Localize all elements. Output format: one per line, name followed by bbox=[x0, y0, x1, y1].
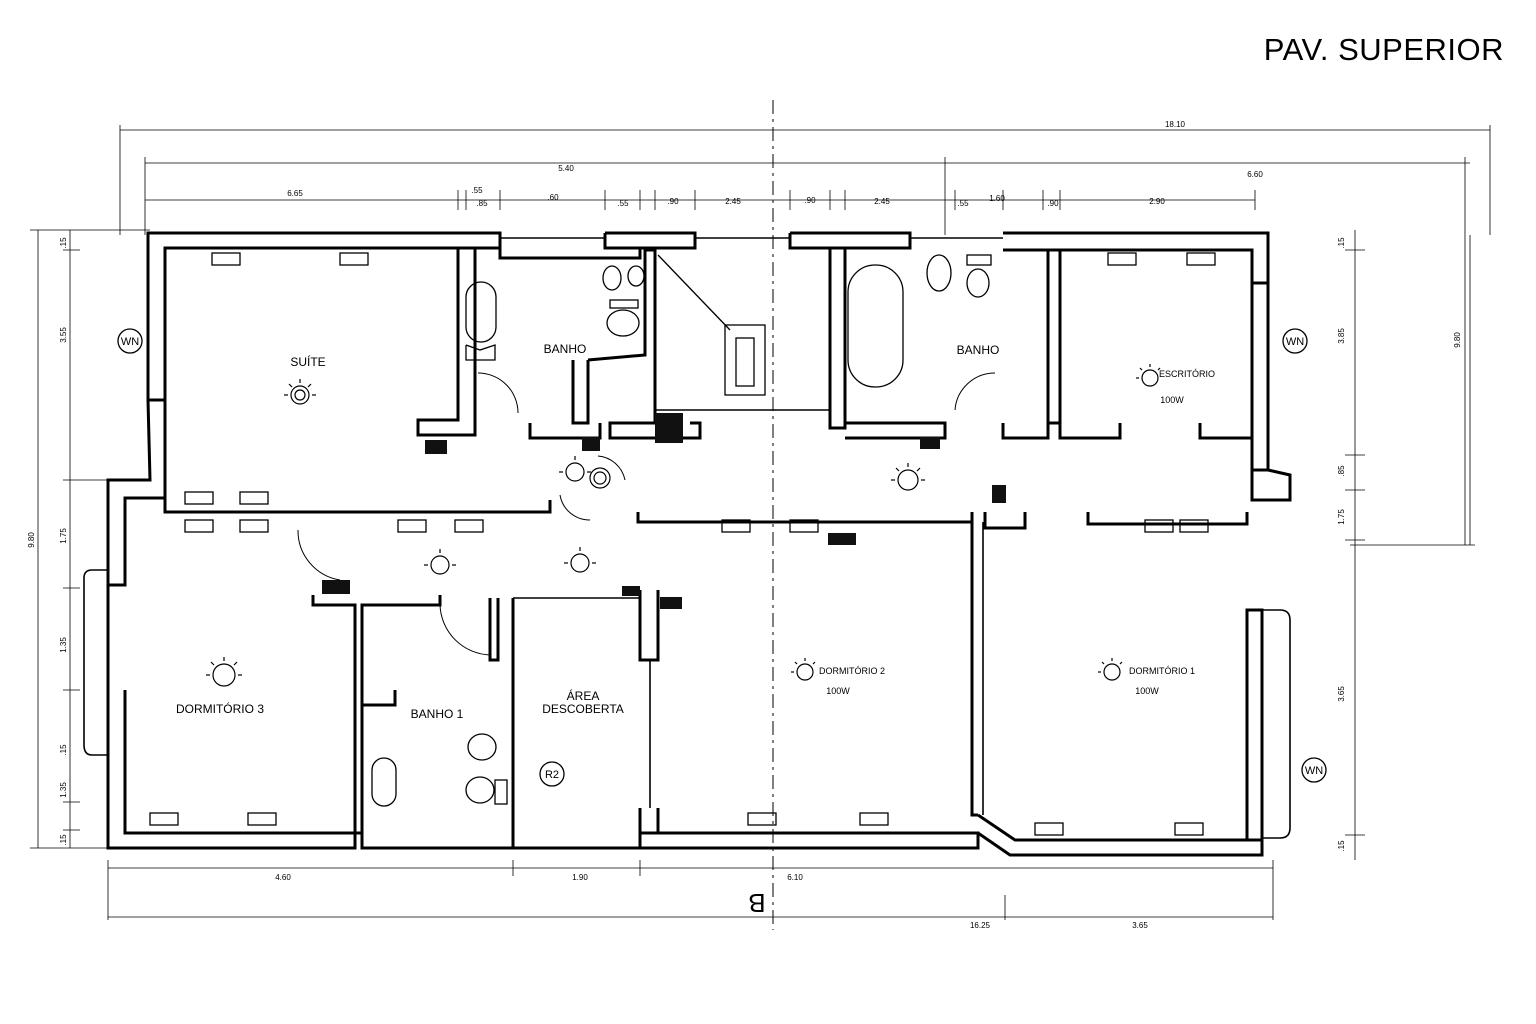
dim-right-d: 1.75 bbox=[1337, 509, 1346, 525]
dim-top-h: .90 bbox=[804, 196, 816, 205]
dim-top-b: .55 bbox=[471, 186, 483, 195]
light-icon-dorm2 bbox=[791, 658, 816, 681]
dim-left-b: 1.75 bbox=[59, 528, 68, 544]
markers: WN WN WN R2 B bbox=[117, 328, 1327, 918]
dim-overall-top: 18.10 bbox=[1165, 120, 1186, 129]
toilet-fixture-2 bbox=[926, 254, 952, 292]
dim-left-a: 3.55 bbox=[59, 327, 68, 343]
room-labels: SUÍTE BANHO BANHO ESCRITÓRIO 100W DORMIT… bbox=[176, 342, 1215, 721]
dim-bottom-c: 6.10 bbox=[787, 873, 803, 882]
dim-left-outer: 9.80 bbox=[27, 532, 36, 548]
sink-fixture bbox=[465, 281, 497, 343]
bathtub-fixture bbox=[847, 264, 904, 388]
light-icon-suite bbox=[284, 379, 316, 405]
dim-top-6-60: 6.60 bbox=[1247, 170, 1263, 179]
room-label-dormitorio-3: DORMITÓRIO 3 bbox=[176, 701, 264, 716]
dim-top-m: 2.90 bbox=[1149, 197, 1165, 206]
dim-right-outer: 9.80 bbox=[1453, 332, 1462, 348]
svg-text:WN: WN bbox=[1286, 336, 1304, 348]
stair-fixture bbox=[724, 324, 766, 396]
sink-fixture-2 bbox=[371, 757, 397, 807]
left-dimensions: 9.80 .15 3.55 1.75 1.35 .15 1.35 .15 bbox=[27, 229, 150, 849]
svg-text:WN: WN bbox=[1305, 765, 1323, 777]
toilet-fixture-3 bbox=[467, 733, 497, 761]
dim-ticks-top bbox=[457, 190, 1256, 210]
light-icon-dorm3 bbox=[206, 657, 242, 687]
exterior-walls bbox=[83, 231, 1292, 857]
svg-text:B: B bbox=[748, 888, 765, 918]
room-label-suite: SUÍTE bbox=[290, 354, 325, 369]
svg-text:WN: WN bbox=[121, 336, 139, 348]
outlet-tags bbox=[149, 252, 1216, 836]
dim-top-d: .60 bbox=[547, 193, 559, 202]
dim-left-e: 1.35 bbox=[59, 782, 68, 798]
room-label-dormitorio-2: DORMITÓRIO 2 bbox=[819, 666, 885, 676]
dim-top-e: .55 bbox=[617, 199, 629, 208]
room-label-dormitorio-1: DORMITÓRIO 1 bbox=[1129, 666, 1195, 676]
light-icon-escritorio bbox=[1136, 364, 1161, 387]
dim-bottom-d: 16.25 bbox=[970, 921, 991, 930]
power-label-dormitorio-2: 100W bbox=[826, 686, 850, 696]
room-label-banho-3: BANHO bbox=[957, 343, 1000, 357]
wn-marker-right: WN bbox=[1282, 328, 1308, 354]
dim-left-c: 1.35 bbox=[59, 637, 68, 653]
dim-top-k: 1.60 bbox=[989, 194, 1005, 203]
dim-top-a: 6.65 bbox=[287, 189, 303, 198]
dim-left-top-15: .15 bbox=[59, 237, 68, 249]
page-title: PAV. SUPERIOR bbox=[1263, 32, 1504, 67]
light-icon-hall bbox=[559, 456, 591, 482]
light-icon-hall-2 bbox=[589, 467, 611, 489]
dim-top-i: 2.45 bbox=[874, 197, 890, 206]
r2-marker: R2 bbox=[539, 761, 565, 787]
room-label-area-1: ÁREA bbox=[567, 688, 600, 703]
light-icon-hall-lower-2 bbox=[564, 547, 596, 573]
dim-top-f: .90 bbox=[667, 197, 679, 206]
room-label-banho-suite: BANHO bbox=[544, 342, 587, 356]
dim-top-5-40: 5.40 bbox=[558, 164, 574, 173]
dim-bottom-a: 4.60 bbox=[275, 873, 291, 882]
lights bbox=[206, 364, 1161, 687]
light-icon-dorm1 bbox=[1098, 658, 1123, 681]
dim-bottom-b: 1.90 bbox=[572, 873, 588, 882]
power-label-escritorio: 100W bbox=[1160, 395, 1184, 405]
dim-right-e: 3.65 bbox=[1337, 686, 1346, 702]
fixtures bbox=[322, 254, 1006, 807]
dim-top-c: .85 bbox=[476, 199, 488, 208]
right-dimensions: 9.80 .15 3.85 .85 1.75 3.65 .15 bbox=[1337, 230, 1475, 860]
toilet-fixture bbox=[606, 309, 640, 337]
dim-right-a: .15 bbox=[1337, 237, 1346, 249]
room-label-area-2: DESCOBERTA bbox=[542, 702, 624, 716]
dim-right-c: .85 bbox=[1337, 465, 1346, 477]
wn-marker-bottom: WN bbox=[1301, 757, 1327, 783]
door-swings bbox=[297, 372, 996, 656]
power-label-dormitorio-1: 100W bbox=[1135, 686, 1159, 696]
dim-top-l: .90 bbox=[1047, 199, 1059, 208]
interior-walls bbox=[123, 248, 1254, 848]
section-b-marker: B bbox=[748, 888, 765, 918]
dim-top-j: .55 bbox=[957, 199, 969, 208]
bottom-dimensions: 4.60 1.90 6.10 16.25 3.65 bbox=[107, 860, 1274, 930]
dim-bottom-e: 3.65 bbox=[1132, 921, 1148, 930]
light-icon-hall-lower bbox=[424, 549, 456, 575]
dim-top-g: 2.45 bbox=[725, 197, 741, 206]
dim-left-d: .15 bbox=[59, 744, 68, 756]
dim-right-b: 3.85 bbox=[1337, 328, 1346, 344]
dim-left-f: .15 bbox=[59, 834, 68, 846]
wn-marker-left: WN bbox=[117, 328, 143, 354]
svg-text:R2: R2 bbox=[545, 769, 559, 781]
dim-right-f: .15 bbox=[1337, 840, 1346, 852]
light-icon-corridor bbox=[891, 463, 925, 491]
room-label-banho-1: BANHO 1 bbox=[411, 707, 464, 721]
top-dimensions: 18.10 5.40 6.60 6.65 .55 .85 .60 .55 .90… bbox=[119, 120, 1491, 545]
room-label-escritorio: ESCRITÓRIO bbox=[1159, 369, 1215, 379]
